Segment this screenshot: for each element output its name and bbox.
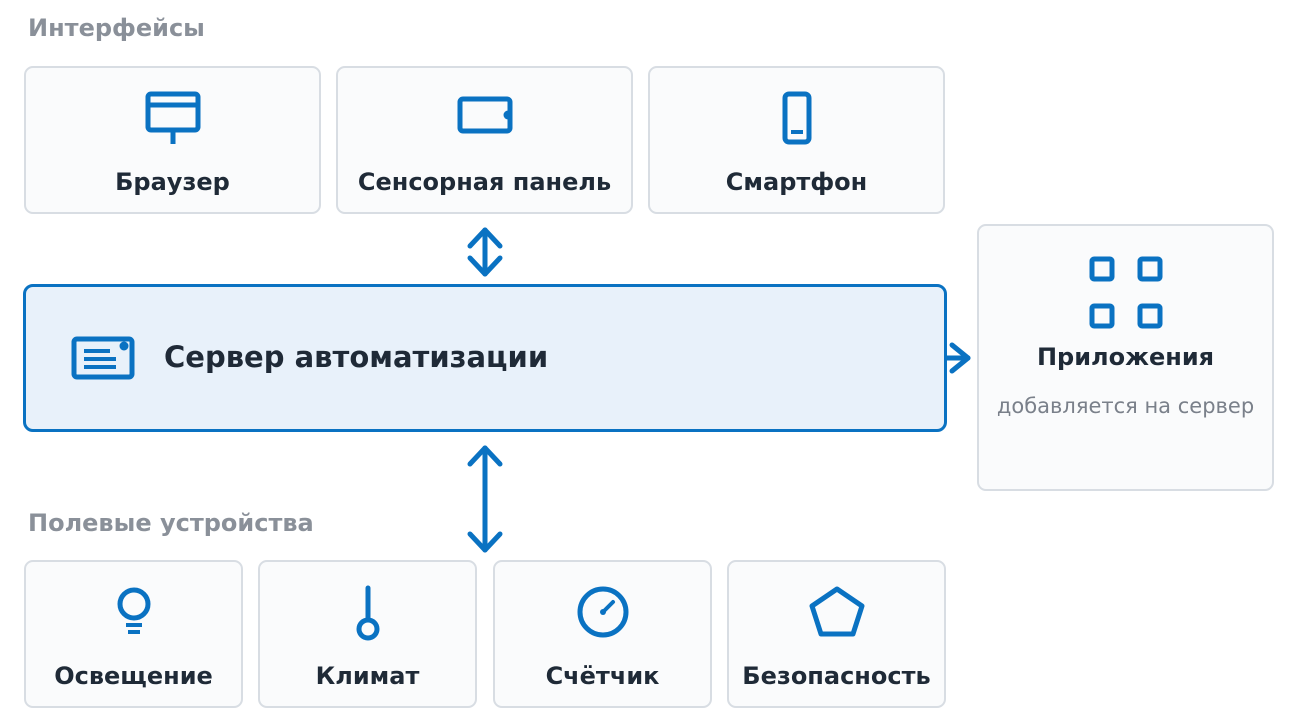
device-label: Безопасность (742, 662, 931, 690)
device-card-meter[interactable]: Счётчик (493, 560, 712, 708)
interfaces-server-arrow (467, 227, 503, 277)
thermometer-icon (350, 582, 386, 646)
interface-label: Браузер (115, 168, 230, 196)
interface-card-browser[interactable]: Браузер (24, 66, 321, 214)
interface-card-touch-panel[interactable]: Сенсорная панель (336, 66, 633, 214)
device-label: Освещение (54, 662, 213, 690)
meter-icon (573, 584, 633, 644)
applications-subtitle: добавляется на сервер (996, 394, 1255, 418)
touch-panel-icon (455, 95, 515, 143)
device-label: Климат (315, 662, 420, 690)
device-card-climate[interactable]: Климат (258, 560, 477, 708)
device-label: Счётчик (545, 662, 660, 690)
server-label: Сервер автоматизации (164, 340, 549, 374)
server-icon (70, 335, 136, 387)
device-card-lighting[interactable]: Освещение (24, 560, 243, 708)
applications-card[interactable]: Приложения добавляется на сервер (977, 224, 1274, 491)
lightbulb-icon (112, 584, 156, 644)
smartphone-icon (779, 90, 815, 150)
interfaces-section-label: Интерфейсы (28, 14, 205, 42)
field-devices-section-label: Полевые устройства (28, 509, 314, 537)
server-devices-arrow (467, 445, 503, 553)
applications-title: Приложения (1036, 343, 1215, 371)
interface-label: Смартфон (725, 168, 868, 196)
interface-label: Сенсорная панель (357, 168, 612, 196)
automation-server-box[interactable]: Сервер автоматизации (23, 284, 947, 432)
device-card-security[interactable]: Безопасность (727, 560, 946, 708)
server-apps-arrow (944, 342, 971, 374)
interface-card-smartphone[interactable]: Смартфон (648, 66, 945, 214)
browser-icon (145, 90, 201, 150)
apps-grid-icon (1088, 254, 1164, 334)
pentagon-icon (807, 584, 867, 644)
